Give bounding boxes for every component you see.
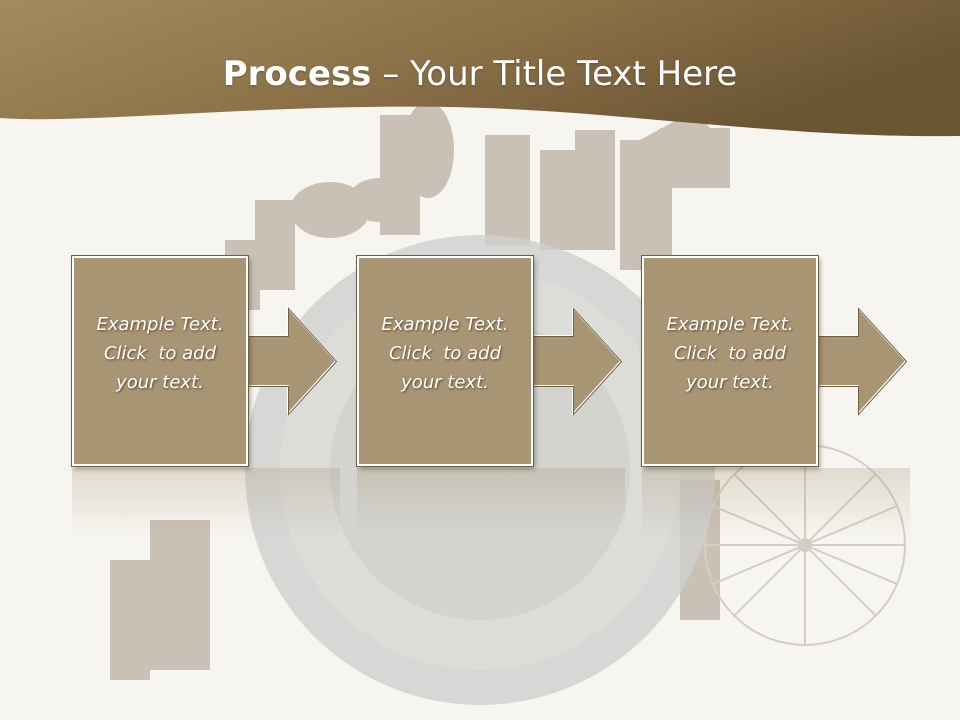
header-band	[0, 0, 960, 137]
slide-title[interactable]: Process – Your Title Text Here	[0, 52, 960, 96]
process-step-1: Example Text. Click to add your text.	[72, 256, 340, 538]
step-box[interactable]	[642, 256, 818, 466]
step-text-line-2: Click to add	[103, 343, 216, 364]
step-text-line-1: Example Text.	[96, 314, 224, 335]
step-text-line-1: Example Text.	[381, 314, 509, 335]
step-reflection	[642, 468, 910, 538]
step-text-line-2: Click to add	[673, 343, 786, 364]
step-text-line-1: Example Text.	[666, 314, 794, 335]
step-box[interactable]	[357, 256, 533, 466]
step-reflection	[72, 468, 340, 538]
step-text-line-3: your text.	[401, 372, 489, 393]
step-text[interactable]: Example Text. Click to add your text.	[365, 310, 525, 397]
step-text-line-3: your text.	[116, 372, 204, 393]
process-step-3: Example Text. Click to add your text.	[642, 256, 910, 538]
title-rest: – Your Title Text Here	[371, 54, 738, 94]
title-bold: Process	[222, 54, 372, 94]
step-text-line-3: your text.	[686, 372, 774, 393]
step-box[interactable]	[72, 256, 248, 466]
step-text[interactable]: Example Text. Click to add your text.	[80, 310, 240, 397]
step-reflection	[357, 468, 625, 538]
process-step-2: Example Text. Click to add your text.	[357, 256, 625, 538]
step-arrow	[241, 307, 338, 416]
step-text-line-2: Click to add	[388, 343, 501, 364]
step-text[interactable]: Example Text. Click to add your text.	[650, 310, 810, 397]
step-arrow	[811, 307, 908, 416]
step-arrow	[526, 307, 623, 416]
